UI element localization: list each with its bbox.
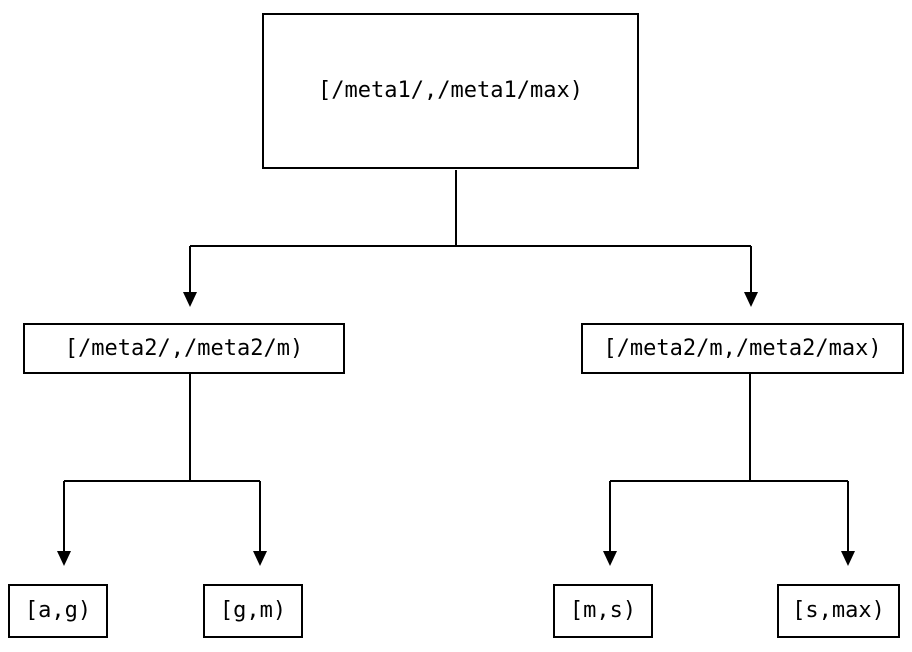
- node-leaf-smax-label: [s,max): [792, 598, 885, 623]
- arrowhead-leaf-gm: [253, 551, 267, 566]
- arrowhead-right-mid: [744, 292, 758, 307]
- node-root-range: [/meta1/,/meta1/max): [262, 13, 639, 169]
- node-leaf-ag: [a,g): [8, 584, 108, 638]
- node-leaf-gm-label: [g,m): [219, 598, 287, 623]
- arrowhead-leaf-ms: [603, 551, 617, 566]
- node-right-mid-range-label: [/meta2/m,/meta2/max): [603, 335, 882, 361]
- connector-left-subtree: [63, 374, 261, 552]
- connector-root-to-children: [189, 170, 752, 293]
- arrowhead-left-mid: [183, 292, 197, 307]
- node-left-mid-range-label: [/meta2/,/meta2/m): [64, 335, 304, 361]
- node-leaf-smax: [s,max): [777, 584, 900, 638]
- node-root-range-label: [/meta1/,/meta1/max): [318, 78, 583, 103]
- arrowhead-leaf-ag: [57, 551, 71, 566]
- connector-right-subtree: [609, 374, 849, 552]
- node-leaf-gm: [g,m): [203, 584, 303, 638]
- node-leaf-ag-label: [a,g): [24, 598, 92, 623]
- node-right-mid-range: [/meta2/m,/meta2/max): [581, 323, 904, 374]
- node-left-mid-range: [/meta2/,/meta2/m): [23, 323, 345, 374]
- arrowhead-leaf-smax: [841, 551, 855, 566]
- node-leaf-ms: [m,s): [553, 584, 653, 638]
- node-leaf-ms-label: [m,s): [569, 598, 637, 623]
